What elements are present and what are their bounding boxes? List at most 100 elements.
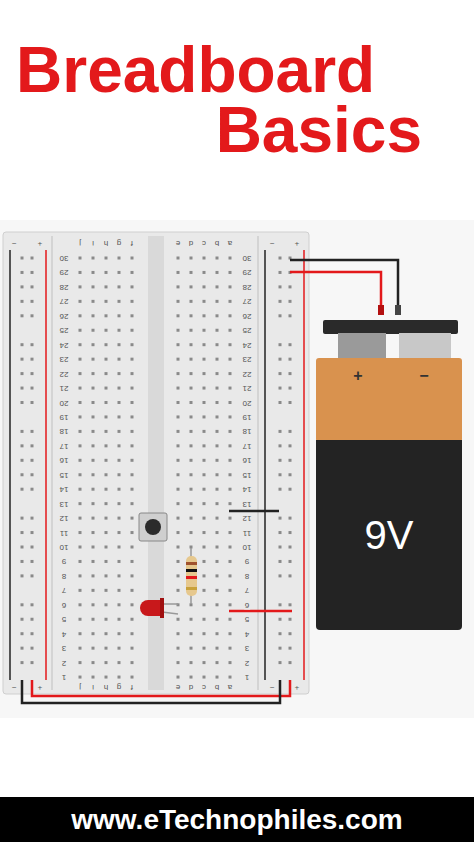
hole [118, 444, 121, 447]
hole [279, 603, 282, 606]
hole [31, 473, 34, 476]
hole [79, 502, 82, 505]
hole [79, 358, 82, 361]
hole [118, 502, 121, 505]
hole [216, 473, 219, 476]
hole [105, 444, 108, 447]
hole [105, 676, 108, 679]
hole [31, 257, 34, 260]
hole [105, 314, 108, 317]
row-number: 1 [61, 673, 67, 682]
hole [190, 415, 193, 418]
hole [229, 271, 232, 274]
hole [177, 488, 180, 491]
hole [105, 632, 108, 635]
row-number: 29 [242, 268, 253, 277]
hole [79, 401, 82, 404]
hole [79, 415, 82, 418]
row-number: 22 [242, 369, 253, 378]
hole [105, 574, 108, 577]
hole [31, 632, 34, 635]
hole [118, 647, 121, 650]
hole [289, 473, 292, 476]
hole [216, 415, 219, 418]
hole [79, 574, 82, 577]
column-letter: d [188, 239, 194, 248]
hole [203, 459, 206, 462]
pushbutton-cap [145, 519, 161, 535]
column-letter: f [130, 239, 134, 248]
hole [216, 329, 219, 332]
hole [105, 257, 108, 260]
row-number: 25 [59, 326, 70, 335]
hole [79, 603, 82, 606]
hole [31, 358, 34, 361]
hole [118, 401, 121, 404]
row-number: 20 [242, 398, 253, 407]
battery-terminal-sign: + [352, 368, 363, 384]
hole [31, 647, 34, 650]
column-letter: b [214, 239, 220, 248]
hole [31, 314, 34, 317]
hole [131, 459, 134, 462]
row-number: 16 [242, 456, 253, 465]
hole [177, 647, 180, 650]
hole [190, 517, 193, 520]
hole [131, 632, 134, 635]
hole [279, 285, 282, 288]
hole [177, 444, 180, 447]
hole [21, 632, 24, 635]
row-number: 3 [61, 644, 67, 653]
hole [203, 314, 206, 317]
row-number: 3 [244, 644, 250, 653]
hole [177, 358, 180, 361]
row-number: 7 [61, 586, 67, 595]
hole [279, 300, 282, 303]
hole [203, 502, 206, 505]
hole [31, 271, 34, 274]
hole [203, 560, 206, 563]
resistor-band [186, 576, 197, 579]
rail-sign: + [294, 683, 301, 692]
center-channel [148, 236, 164, 690]
hole [21, 546, 24, 549]
hole [289, 372, 292, 375]
hole [92, 546, 95, 549]
wire [290, 260, 398, 312]
hole [79, 257, 82, 260]
hole [216, 358, 219, 361]
column-letter: i [91, 683, 95, 692]
hole [289, 314, 292, 317]
hole [289, 661, 292, 664]
hole [203, 271, 206, 274]
hole [21, 271, 24, 274]
hole [289, 285, 292, 288]
hole [131, 358, 134, 361]
hole [92, 257, 95, 260]
hole [203, 430, 206, 433]
hole [289, 401, 292, 404]
row-number: 14 [59, 485, 70, 494]
hole [92, 603, 95, 606]
rail-sign: − [11, 683, 18, 692]
hole [92, 632, 95, 635]
hole [177, 459, 180, 462]
hole [105, 329, 108, 332]
hole [105, 546, 108, 549]
hole [105, 502, 108, 505]
breadboard-body [3, 232, 309, 694]
hole [190, 502, 193, 505]
hole [203, 257, 206, 260]
hole [31, 517, 34, 520]
hole [216, 459, 219, 462]
hole [279, 358, 282, 361]
hole [118, 459, 121, 462]
rail-sign: + [37, 239, 44, 248]
website-footer: www.eTechnophiles.com [70, 805, 403, 835]
row-number: 2 [61, 658, 67, 667]
hole [190, 430, 193, 433]
hole [79, 676, 82, 679]
hole [203, 473, 206, 476]
hole [118, 560, 121, 563]
row-number: 7 [244, 586, 250, 595]
